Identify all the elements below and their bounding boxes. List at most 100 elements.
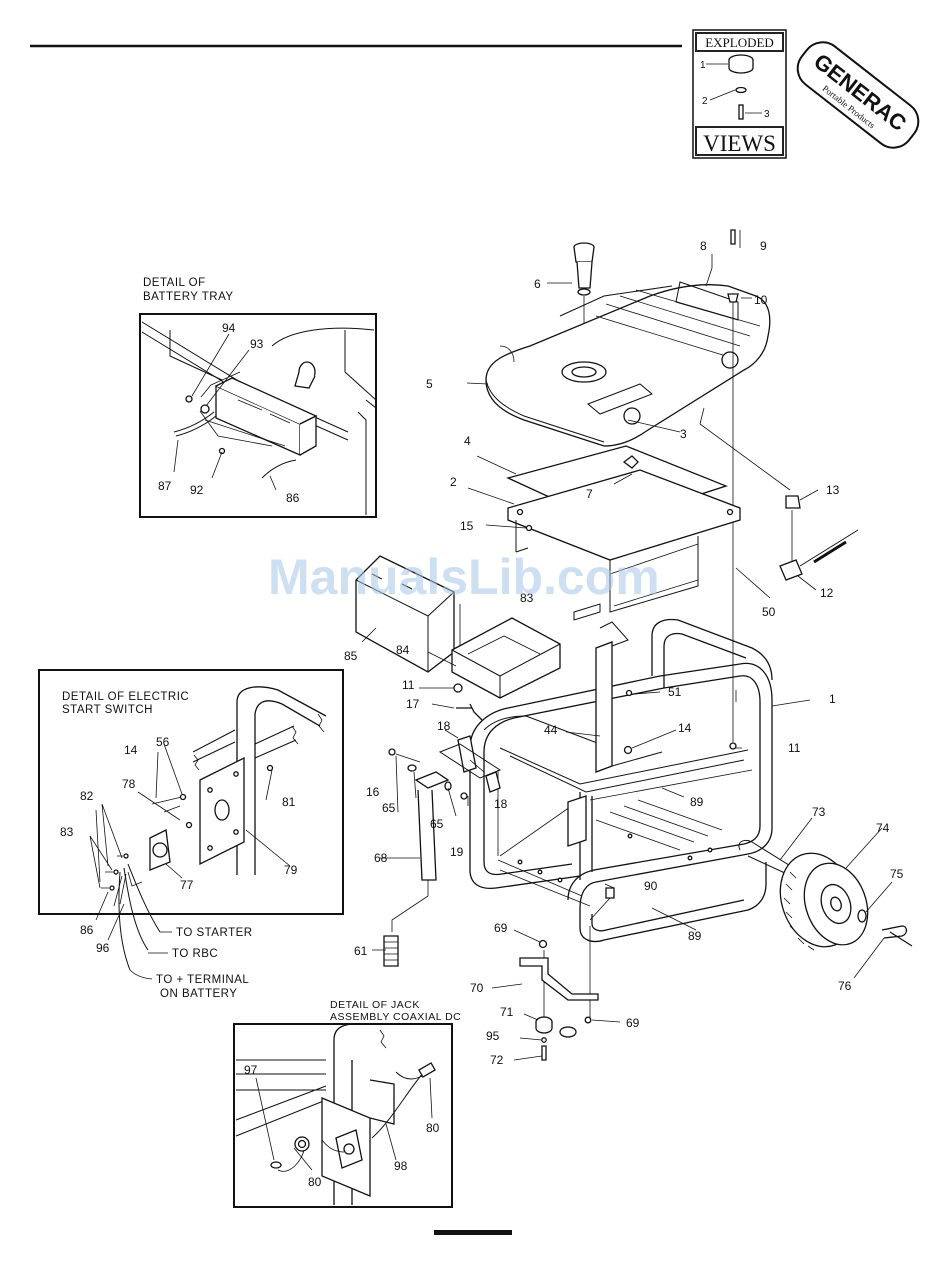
handle-grip-icon — [383, 935, 399, 967]
callout-89-top: 89 — [690, 795, 704, 809]
badge-washer-icon — [735, 86, 747, 94]
tank-grommet-icon — [623, 407, 641, 425]
callout-75: 75 — [890, 867, 904, 881]
callout-11-left: 11 — [402, 678, 415, 692]
callout-14-switch: 14 — [124, 743, 138, 757]
badge-callout-2: 2 — [702, 96, 708, 107]
tank-bracket-icon — [507, 469, 741, 561]
callout-79: 79 — [284, 863, 298, 877]
generac-logo: GENERAC Portable Products — [796, 41, 920, 149]
foot-bracket-icon — [519, 957, 599, 1001]
badge-top-text: EXPLODED — [705, 35, 774, 50]
callout-86-tray: 86 — [286, 491, 300, 505]
generator-frame-icon — [469, 618, 773, 943]
callout-83-switch: 83 — [60, 825, 74, 839]
callout-93: 93 — [250, 337, 264, 351]
callout-15: 15 — [460, 519, 474, 533]
callout-71: 71 — [500, 1005, 514, 1019]
callout-98: 98 — [394, 1159, 408, 1173]
badge-callout-3: 3 — [764, 109, 770, 120]
callout-80-right: 80 — [426, 1121, 440, 1135]
jack-drawing — [235, 1023, 436, 1205]
callout-17: 17 — [406, 697, 420, 711]
callout-61: 61 — [354, 944, 368, 958]
exploded-views-badge: EXPLODED VIEWS 1 2 3 — [692, 29, 787, 159]
vertical-bracket-icon — [595, 641, 613, 773]
callout-44: 44 — [544, 723, 558, 737]
callout-94: 94 — [222, 321, 236, 335]
callout-72: 72 — [490, 1053, 504, 1067]
wheel-icon — [779, 852, 869, 951]
jack-detail-box — [233, 1023, 453, 1208]
callout-89-bottom: 89 — [688, 929, 702, 943]
start-switch-detail-box — [38, 669, 344, 915]
callout-1: 1 — [829, 692, 836, 706]
wire-to-terminal-2: ON BATTERY — [160, 988, 237, 1000]
badge-callout-1: 1 — [700, 60, 706, 71]
jack-title-1: DETAIL OF JACK — [330, 999, 420, 1011]
callout-70: 70 — [470, 981, 484, 995]
callout-3: 3 — [680, 427, 687, 441]
callout-8: 8 — [700, 239, 707, 253]
callout-16: 16 — [366, 785, 380, 799]
callout-68: 68 — [374, 851, 388, 865]
grommet-icon — [727, 293, 739, 303]
callout-73: 73 — [812, 805, 826, 819]
callout-13: 13 — [826, 483, 840, 497]
callout-5: 5 — [426, 377, 433, 391]
callout-76: 76 — [838, 979, 852, 993]
wire-to-starter: TO STARTER — [176, 927, 253, 939]
fuel-cap-icon — [573, 242, 595, 296]
battery-tray-main-icon — [451, 617, 561, 699]
badge-bottom-text: VIEWS — [703, 131, 776, 156]
screw-icon — [730, 229, 736, 245]
start-switch-title-2: START SWITCH — [62, 704, 153, 716]
callout-74: 74 — [876, 821, 890, 835]
callout-10: 10 — [754, 293, 768, 307]
main-assembly-drawing — [89, 229, 913, 1061]
hitch-pin-icon — [881, 925, 913, 947]
badge-knob-icon-body — [728, 60, 754, 74]
callout-18-bottom: 18 — [494, 797, 508, 811]
callout-labels: 1 2 3 4 5 6 7 8 9 10 11 11 12 13 14 14 1… — [60, 239, 904, 1189]
callout-11-right: 11 — [788, 741, 801, 755]
callout-84: 84 — [396, 643, 410, 657]
start-switch-drawing — [101, 686, 327, 971]
callout-65-left: 65 — [382, 801, 396, 815]
jack-title-2: ASSEMBLY COAXIAL DC — [330, 1011, 461, 1023]
callout-51: 51 — [668, 685, 682, 699]
callout-96: 96 — [96, 941, 110, 955]
callout-86-switch: 86 — [80, 923, 94, 937]
battery-tray-title-1: DETAIL OF — [143, 277, 206, 289]
callout-85: 85 — [344, 649, 358, 663]
callout-19: 19 — [450, 845, 464, 859]
callout-69-top: 69 — [494, 921, 508, 935]
callout-69-bottom: 69 — [626, 1016, 640, 1030]
callout-80-bottom: 80 — [308, 1175, 322, 1189]
fuel-filter-icon — [785, 495, 801, 509]
battery-tray-drawing — [141, 321, 377, 515]
watermark: ManualsLib.com — [268, 549, 660, 605]
callout-95: 95 — [486, 1029, 500, 1043]
callout-12: 12 — [820, 586, 834, 600]
callout-81: 81 — [282, 795, 296, 809]
callout-2: 2 — [450, 475, 457, 489]
battery-tray-title-2: BATTERY TRAY — [143, 291, 234, 303]
callout-82: 82 — [80, 789, 94, 803]
fuel-valve-icon — [779, 559, 803, 581]
page-number-bar — [434, 1230, 512, 1235]
callout-87: 87 — [158, 479, 172, 493]
wire-to-rbc: TO RBC — [172, 948, 218, 960]
callout-83-main: 83 — [520, 591, 534, 605]
callout-65-right: 65 — [430, 817, 444, 831]
callout-77: 77 — [180, 878, 194, 892]
start-switch-title-1: DETAIL OF ELECTRIC — [62, 691, 189, 703]
wire-to-terminal-1: TO + TERMINAL — [156, 974, 249, 986]
callout-9: 9 — [760, 239, 767, 253]
callout-18-top: 18 — [437, 719, 451, 733]
callout-50: 50 — [762, 605, 776, 619]
callout-56: 56 — [156, 735, 170, 749]
callout-7: 7 — [586, 487, 593, 501]
callout-78: 78 — [122, 777, 136, 791]
